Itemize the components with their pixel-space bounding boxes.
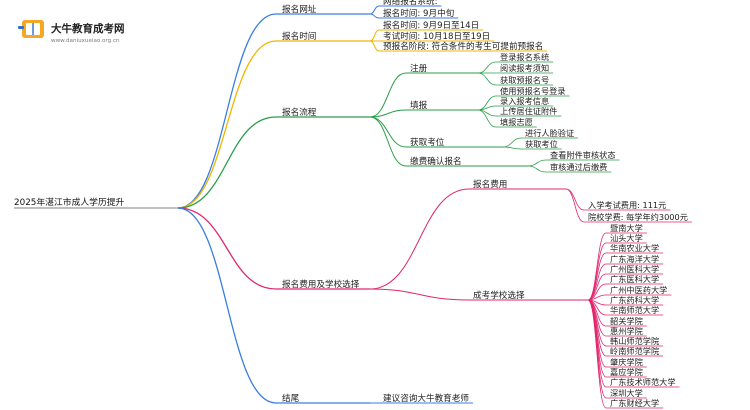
branch-link	[177, 207, 277, 290]
leaf-link	[587, 252, 607, 301]
leaf-topic: 广东财经大学	[610, 398, 659, 408]
branch-topic: 结尾	[282, 392, 300, 404]
leaf-topic: 填报志愿	[500, 117, 533, 127]
leaf-topic: 报名时间: 9月9日至14日	[383, 19, 479, 31]
mindmap-links	[14, 5, 692, 409]
leaf-topic: 惠州学院	[610, 326, 643, 336]
leaf-topic: 使用预报名号登录	[500, 86, 566, 96]
leaf-topic: 登录报名系统	[500, 52, 549, 62]
leaf-link	[477, 61, 497, 74]
leaf-topic: 院校学费: 每学年约3000元	[588, 212, 688, 222]
branch-link	[177, 40, 277, 209]
root-topic: 2025年湛江市成人学历提升	[14, 196, 125, 208]
leaf-topic: 嘉应学院	[610, 367, 643, 377]
branch-link	[177, 116, 277, 209]
subtopic: 获取考位	[410, 136, 445, 148]
leaf-topic: 进行人脸验证	[525, 128, 574, 138]
subtopic: 成考学校选择	[473, 289, 525, 301]
branch-topic: 报名费用及学校选择	[282, 278, 360, 290]
branch-link	[177, 13, 277, 209]
leaf-topic: 入学考试费用: 111元	[588, 200, 666, 210]
subtopic-link	[369, 72, 407, 118]
branch-topic: 报名时间	[282, 30, 316, 42]
subtopic-link	[369, 109, 407, 118]
logo-title: 大牛教育成考网	[51, 22, 125, 35]
leaf-topic: 广州中医药大学	[610, 285, 667, 295]
leaf-topic: 上传居住证附件	[500, 106, 557, 116]
branch-topic: 报名网址	[282, 3, 317, 15]
subtopic: 报名费用	[473, 178, 507, 190]
leaf-link	[587, 232, 607, 301]
site-logo: 大牛教育成考网 www.daniuxueiao.org.cn	[18, 20, 125, 44]
subtopic: 注册	[410, 62, 428, 74]
leaf-topic: 报名时间: 9月中旬	[383, 7, 455, 19]
leaf-link	[565, 188, 585, 223]
leaf-topic: 韩山师范学院	[610, 336, 659, 346]
subtopic-link	[369, 188, 470, 290]
leaf-topic: 阅读报考须知	[500, 63, 549, 73]
leaf-topic: 华南农业大学	[610, 243, 659, 253]
leaf-topic: 广东医科大学	[610, 274, 659, 284]
leaf-topic: 暨南大学	[610, 223, 643, 233]
leaf-link	[527, 165, 547, 173]
leaf-link	[502, 137, 522, 148]
leaf-link	[527, 159, 547, 167]
leaf-topic: 查看附件审核状态	[550, 150, 616, 160]
leaf-topic: 审核通过后缴费	[550, 162, 607, 172]
leaf-topic: 岭南师范学院	[610, 346, 659, 356]
leaf-topic: 韶关学院	[610, 316, 643, 326]
leaf-link	[587, 299, 607, 378]
leaf-link	[369, 40, 380, 52]
leaf-link	[369, 13, 380, 19]
leaf-topic: 华南师范大学	[610, 305, 659, 315]
leaf-topic: 广东药科大学	[610, 295, 659, 305]
leaf-link	[477, 109, 497, 128]
leaf-topic: 广州医科大学	[610, 264, 659, 274]
leaf-topic: 获取考位	[525, 139, 558, 149]
leaf-topic: 肇庆学院	[610, 357, 643, 367]
leaf-link	[587, 263, 607, 301]
leaf-link	[477, 72, 497, 86]
leaf-topic: 预报名阶段: 符合条件的考生可提前预报名	[383, 40, 543, 52]
leaf-link	[502, 146, 522, 150]
leaf-link	[369, 5, 380, 15]
leaf-topic: 网络报名系统:	[383, 0, 437, 7]
leaf-topic: 广东海洋大学	[610, 254, 659, 264]
leaf-topic: 建议咨询大牛教育老师	[383, 392, 469, 404]
leaf-link	[587, 299, 607, 409]
leaf-topic: 录入报考信息	[500, 96, 549, 106]
branch-link	[177, 207, 277, 404]
branch-topic: 报名流程	[282, 106, 317, 118]
leaf-topic: 获取预报名号	[500, 75, 549, 85]
subtopic: 填报	[410, 99, 428, 111]
leaf-topic: 广东技术师范大学	[610, 377, 676, 387]
leaf-topic: 考试时间: 10月18日至19日	[383, 30, 490, 42]
subtopic-link	[369, 288, 470, 301]
subtopic: 缴费确认报名	[410, 155, 462, 167]
subtopic-link	[369, 116, 407, 167]
leaf-link	[587, 273, 607, 301]
leaf-link	[369, 29, 380, 42]
logo-book-icon	[18, 20, 44, 38]
logo-url: www.daniuxueiao.org.cn	[51, 38, 120, 44]
leaf-topic: 深圳大学	[610, 388, 643, 398]
leaf-topic: 汕头大学	[610, 233, 643, 243]
